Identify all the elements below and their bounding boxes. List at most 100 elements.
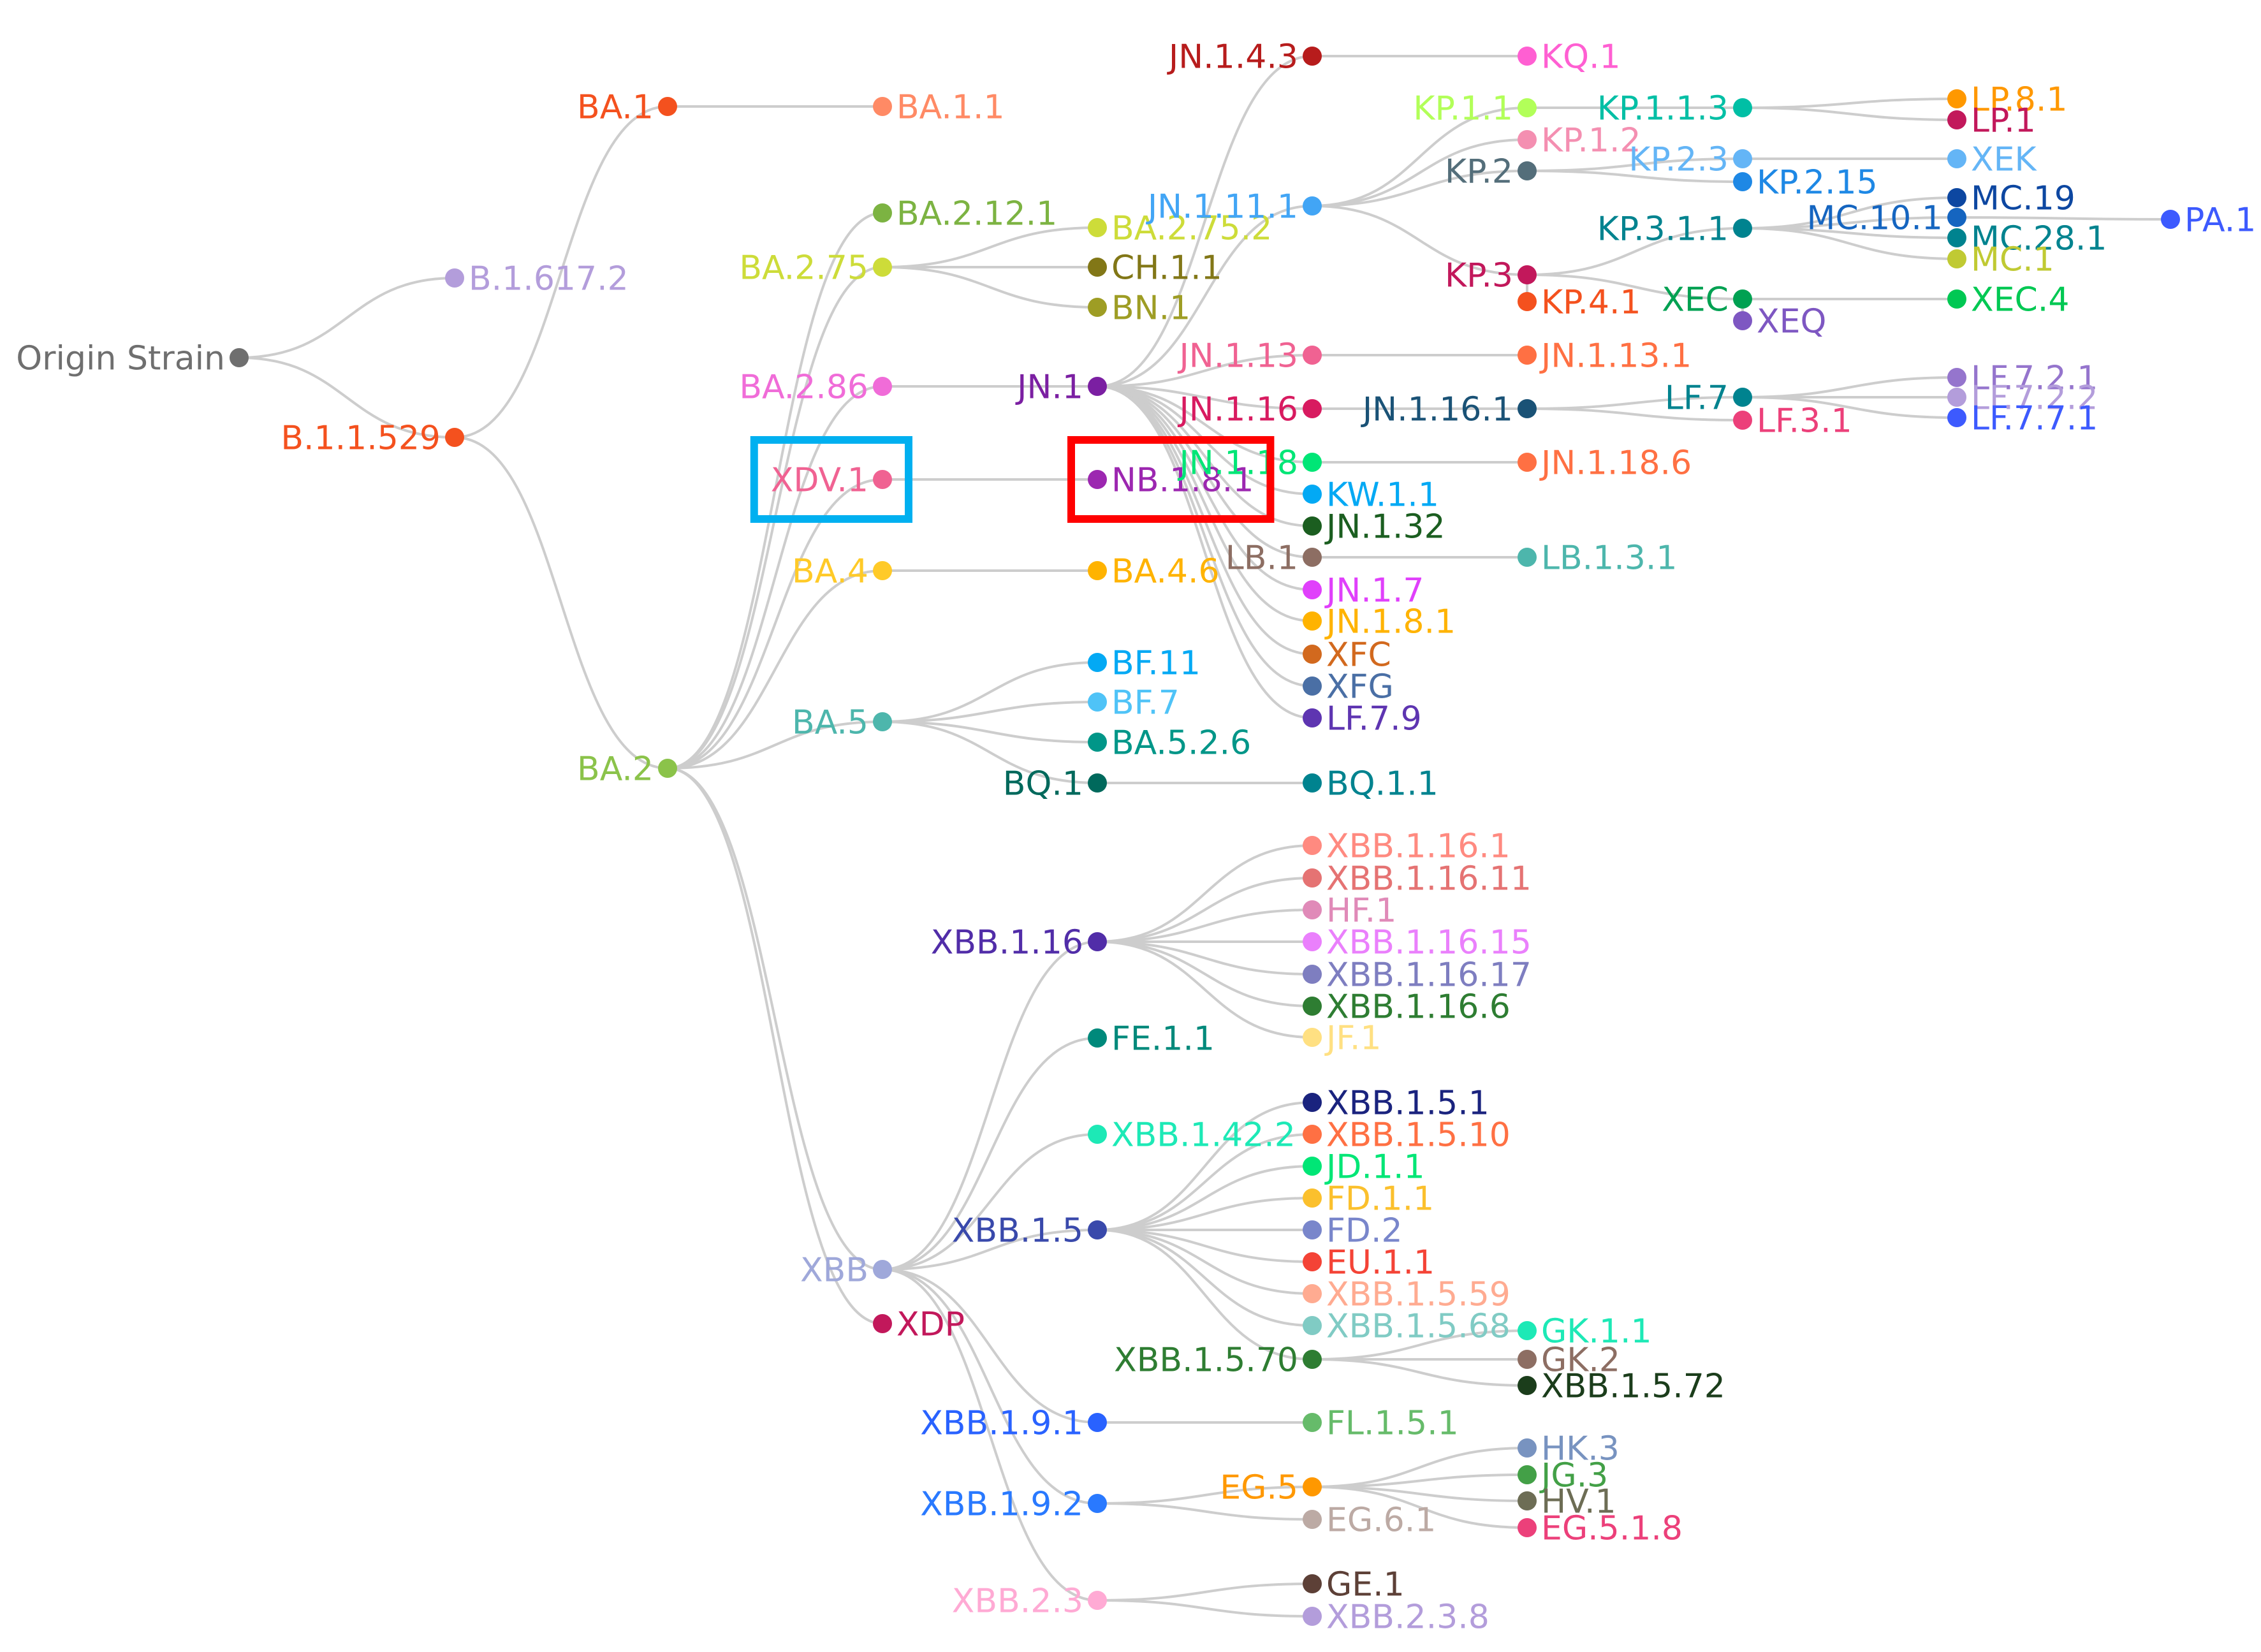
node-dot — [1303, 1093, 1322, 1112]
node-dot — [1303, 965, 1322, 984]
tree-node-kp113: KP.1.1.3 — [1597, 90, 1752, 128]
tree-node-xfc: XFC — [1303, 636, 1391, 675]
tree-node-hf1: HF.1 — [1303, 892, 1396, 930]
node-dot — [1518, 292, 1537, 311]
node-label: KP.4.1 — [1541, 284, 1641, 322]
tree-node-xbb11611: XBB.1.16.11 — [1303, 860, 1532, 898]
node-dot — [1088, 733, 1107, 752]
tree-edge — [882, 720, 1098, 743]
tree-node-jg3: JG.3 — [1518, 1457, 1608, 1495]
tree-edge — [1097, 1229, 1313, 1327]
node-dot — [873, 1260, 892, 1279]
node-dot — [1303, 516, 1322, 536]
node-label: XBB.1.5.10 — [1326, 1116, 1511, 1155]
node-label: XBB — [800, 1252, 868, 1290]
node-label: FD.1.1 — [1326, 1180, 1434, 1218]
tree-node-kp215: KP.2.15 — [1733, 164, 1878, 202]
node-label: KP.2.3 — [1628, 141, 1729, 179]
tree-edge — [1097, 909, 1313, 943]
tree-node-hv1: HV.1 — [1518, 1483, 1616, 1521]
node-dot — [1088, 932, 1107, 951]
node-label: KP.1.2 — [1541, 122, 1641, 160]
node-dot — [1518, 1518, 1537, 1537]
node-label: XBB.1.5.59 — [1326, 1276, 1511, 1314]
node-label: XBB.1.16.17 — [1326, 956, 1532, 995]
node-label: GK.1.1 — [1541, 1313, 1652, 1351]
tree-node-pa1: PA.1 — [2161, 201, 2256, 240]
tree-node-lf7: LF.7 — [1665, 379, 1752, 418]
tree-edge — [882, 226, 1098, 268]
tree-edge — [882, 720, 1098, 784]
node-label: FE.1.1 — [1111, 1020, 1215, 1058]
node-dot — [1518, 399, 1537, 418]
node-dot — [1518, 265, 1537, 284]
node-dot — [1088, 692, 1107, 712]
node-dot — [445, 428, 464, 447]
node-dot — [1303, 453, 1322, 472]
node-label: JN.1.11.1 — [1146, 188, 1298, 226]
tree-edge — [454, 105, 668, 439]
node-label: XBB.1.9.2 — [920, 1486, 1083, 1524]
tree-node-xbb1559: XBB.1.5.59 — [1303, 1276, 1511, 1314]
node-dot — [1303, 932, 1322, 951]
node-dot — [1303, 1316, 1322, 1335]
node-label: XBB.1.5.70 — [1114, 1341, 1298, 1380]
node-label: LF.7.2.2 — [1971, 379, 2098, 418]
tree-edge — [1097, 385, 1313, 559]
node-label: MC.19 — [1971, 180, 2075, 218]
tree-node-lf771: LF.7.7.1 — [1947, 400, 2098, 438]
tree-node-mc19: MC.19 — [1947, 180, 2075, 218]
node-dot — [1518, 98, 1537, 117]
node-dot — [873, 561, 892, 580]
node-label: LP.1 — [1971, 102, 2036, 140]
tree-edge — [1097, 55, 1313, 388]
node-label: JG.3 — [1539, 1457, 1608, 1495]
node-label: KP.1.1 — [1413, 90, 1513, 128]
node-dot — [1733, 411, 1752, 430]
tree-edge — [1742, 196, 1957, 230]
node-label: XBB.1.5.68 — [1326, 1308, 1511, 1346]
tree-edge — [1742, 98, 1957, 109]
node-label: JN.1.16.1 — [1361, 391, 1513, 429]
node-label: MC.28.1 — [1971, 220, 2107, 258]
node-dot — [1303, 708, 1322, 727]
tree-node-bq11: BQ.1.1 — [1303, 765, 1438, 803]
node-label: JN.1.16 — [1177, 391, 1298, 429]
tree-edge — [1097, 385, 1313, 687]
node-label: BA.4 — [792, 553, 868, 591]
node-dot — [1303, 900, 1322, 919]
tree-edge — [1742, 376, 1957, 398]
tree-node-xbb: XBB — [800, 1252, 892, 1290]
node-label: KP.3.1.1 — [1597, 210, 1729, 249]
node-label: XFG — [1326, 668, 1394, 706]
tree-edge — [1312, 1447, 1528, 1488]
node-label: JN.1.32 — [1324, 508, 1445, 546]
tree-node-jn1: JN.1 — [1015, 369, 1107, 407]
tree-edge — [1097, 205, 1313, 388]
tree-edge — [882, 701, 1098, 723]
tree-edge — [1526, 227, 1743, 276]
tree-node-ba526: BA.5.2.6 — [1088, 724, 1251, 763]
tree-edge — [1312, 138, 1528, 207]
tree-node-xbb1422: XBB.1.42.2 — [1088, 1116, 1296, 1155]
tree-node-lp1: LP.1 — [1947, 102, 2036, 140]
tree-node-kp11: KP.1.1 — [1413, 90, 1537, 128]
node-label: BF.7 — [1111, 684, 1180, 722]
node-dot — [1303, 1157, 1322, 1176]
tree-node-ba2: BA.2 — [577, 750, 677, 789]
tree-edge — [1526, 274, 1743, 300]
node-dot — [1518, 346, 1537, 365]
tree-edge — [1097, 1101, 1313, 1231]
tree-node-b11529: B.1.1.529 — [281, 420, 464, 458]
tree-node-gk11: GK.1.1 — [1518, 1313, 1652, 1351]
node-label: XBB.1.42.2 — [1111, 1116, 1296, 1155]
tree-node-ge1: GE.1 — [1303, 1566, 1405, 1604]
node-dot — [1303, 645, 1322, 664]
node-dot — [1088, 773, 1107, 793]
node-label: LF.7 — [1665, 379, 1729, 418]
node-label: EG.5.1.8 — [1541, 1510, 1683, 1548]
node-dot — [1088, 258, 1107, 277]
tree-node-kp41: KP.4.1 — [1518, 284, 1641, 322]
tree-node-lf722: LF.7.2.2 — [1947, 379, 2098, 418]
tree-edge — [667, 720, 883, 770]
